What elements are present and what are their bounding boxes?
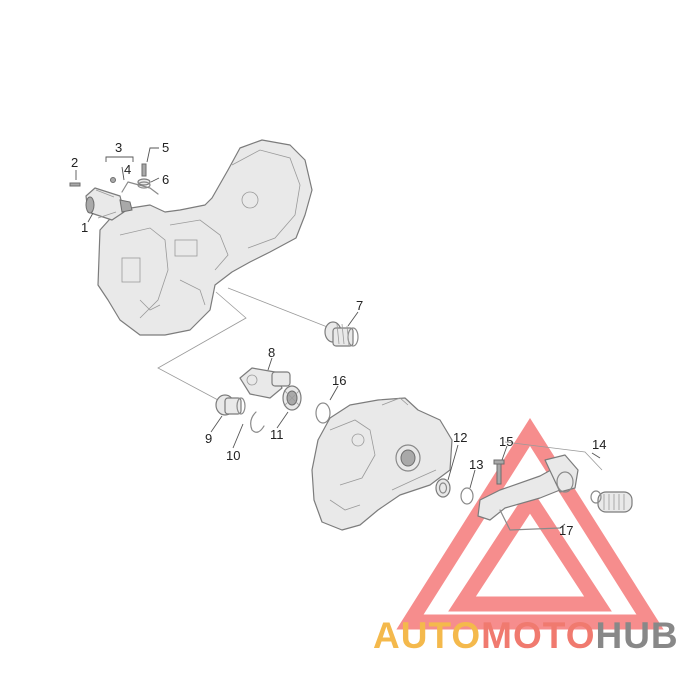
kick-spring <box>590 490 633 513</box>
bracket-3 <box>110 177 159 195</box>
callout-17: 17 <box>559 523 573 538</box>
callout-labels: 1 2 3 4 5 6 7 8 9 10 11 12 13 14 15 16 1… <box>71 140 606 538</box>
leader-lines <box>75 147 601 529</box>
spring-clip-10 <box>250 411 265 433</box>
callout-5: 5 <box>162 140 169 155</box>
starter-pinion-7 <box>324 321 359 347</box>
callout-1: 1 <box>81 220 88 235</box>
watermark-logo <box>396 417 664 630</box>
callout-11: 11 <box>270 427 284 442</box>
watermark-auto: AUTO <box>373 615 482 656</box>
callout-2: 2 <box>71 155 78 170</box>
callout-9: 9 <box>205 431 212 446</box>
gear-9 <box>215 394 246 416</box>
starter-motor <box>85 187 133 221</box>
seal-12 <box>435 478 451 498</box>
crankcase-cover <box>311 397 453 531</box>
crankcase-left <box>97 139 313 336</box>
callout-15: 15 <box>499 434 513 449</box>
gear-11 <box>282 385 302 411</box>
callout-6: 6 <box>162 172 169 187</box>
callout-3: 3 <box>115 140 122 155</box>
bolt-15 <box>493 459 505 485</box>
watermark-moto: MOTO <box>481 615 596 656</box>
callout-4: 4 <box>124 162 131 177</box>
watermark-brand-text: AUTOMOTOHUB <box>373 616 679 656</box>
kickstart-lever-14 <box>477 441 603 521</box>
screw-2 <box>69 182 81 187</box>
callout-10: 10 <box>226 448 240 463</box>
bendix-8 <box>239 367 291 399</box>
shaft-17 <box>499 509 561 531</box>
callout-7: 7 <box>356 298 363 313</box>
callout-8: 8 <box>268 345 275 360</box>
bolt-5-nut-6 <box>137 163 151 189</box>
callout-16: 16 <box>332 373 346 388</box>
circlip-13 <box>460 487 474 505</box>
callout-14: 14 <box>592 437 606 452</box>
o-ring-16 <box>315 402 331 424</box>
callout-13: 13 <box>469 457 483 472</box>
callout-12: 12 <box>453 430 467 445</box>
watermark-hub: HUB <box>595 615 679 656</box>
assembly-lines <box>157 287 336 401</box>
